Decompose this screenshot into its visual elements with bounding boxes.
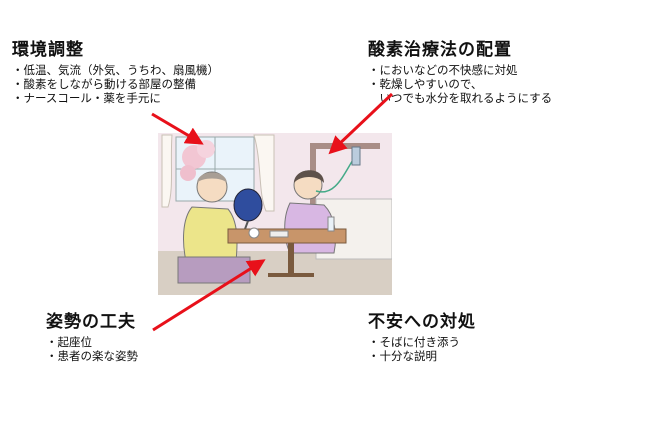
posture-heading: 姿勢の工夫 xyxy=(46,312,136,332)
environment-adjustment-heading: 環境調整 xyxy=(12,40,84,60)
oxygen-therapy-block: 酸素治療法の配置 ・においなどの不快感に対処 ・乾燥しやすいので、 いつでも水分… xyxy=(368,40,552,105)
curtain xyxy=(253,134,275,212)
environment-item: ・ナースコール・薬を手元に xyxy=(12,91,161,105)
oxygen-item: ・においなどの不快感に対処 xyxy=(368,63,518,77)
anxiety-item: ・そばに付き添う xyxy=(368,335,460,349)
anxiety-block: 不安への対処 ・そばに付き添う ・十分な説明 xyxy=(368,312,476,363)
posture-item: ・患者の楽な姿勢 xyxy=(46,349,138,363)
environment-item: ・酸素をしながら動ける部屋の整備 xyxy=(12,77,196,91)
environment-adjustment-block: 環境調整 ・低温、気流（外気、うちわ、扇風機） ・酸素をしながら動ける部屋の整備… xyxy=(12,40,219,105)
posture-block: 姿勢の工夫 ・起座位 ・患者の楽な姿勢 xyxy=(46,312,138,363)
caregiver-fanning-patient-illustration xyxy=(158,133,392,295)
water-bottle xyxy=(327,216,335,232)
oxygen-item: ・乾燥しやすいので、 xyxy=(368,77,483,91)
oxygen-flowmeter xyxy=(351,146,361,166)
anxiety-heading: 不安への対処 xyxy=(368,312,476,332)
oxygen-item: いつでも水分を取れるようにする xyxy=(368,91,553,105)
posture-item: ・起座位 xyxy=(46,335,92,349)
oxygen-therapy-heading: 酸素治療法の配置 xyxy=(368,40,512,60)
uchiwa-fan xyxy=(233,188,263,222)
environment-item: ・低温、気流（外気、うちわ、扇風機） xyxy=(12,63,219,77)
anxiety-item: ・十分な説明 xyxy=(368,349,437,363)
